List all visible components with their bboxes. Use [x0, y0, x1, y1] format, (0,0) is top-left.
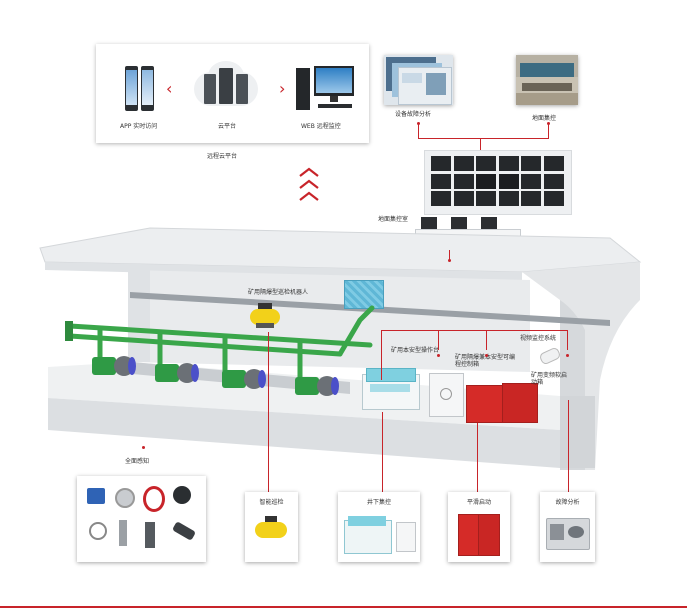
platform-label: 远程云平台	[207, 153, 238, 160]
app-label: APP 实时访问	[120, 123, 158, 130]
underground-panel: 井下集控	[338, 492, 420, 562]
sensor-icon	[115, 488, 135, 508]
patrol-label: 智能巡检	[259, 499, 284, 506]
vent-panel	[344, 280, 384, 309]
sensor-icon	[143, 486, 165, 512]
monitor-screen	[431, 156, 451, 171]
phone-icon	[125, 66, 138, 111]
motor-icon	[295, 375, 341, 397]
sensing-label: 全面感知	[125, 458, 150, 465]
web-label: WEB 远程监控	[301, 123, 341, 130]
monitor-screen	[543, 156, 564, 171]
monitor-screen	[476, 156, 496, 171]
analysis-label: 设备故障分析	[395, 111, 432, 118]
chevron-right-icon: ›	[279, 79, 286, 98]
video-wall	[424, 150, 572, 215]
control-room-label: 地面集控室	[378, 216, 409, 223]
monitor-icon	[481, 217, 497, 229]
soft-start-panel: 平滑启动	[448, 492, 510, 562]
diagnosis-label: 故障分析	[555, 499, 580, 506]
monitor-screen	[498, 156, 519, 171]
monitor-grid	[431, 156, 565, 209]
phone-icon	[141, 66, 154, 111]
monitor-screen	[431, 191, 451, 206]
bottom-rule	[0, 606, 687, 608]
monitor-screen	[543, 173, 564, 189]
cabinet-icon	[466, 381, 538, 423]
robot-icon	[255, 522, 287, 538]
motor-icon	[92, 355, 138, 377]
diagnosis-panel: 故障分析	[540, 492, 595, 562]
server-icon	[236, 74, 248, 104]
monitor-screen	[453, 173, 474, 189]
monitor-icon	[451, 217, 467, 229]
cabinet-icon	[458, 514, 480, 556]
controller-icon	[429, 373, 464, 417]
chevron-left-icon: ‹	[166, 79, 173, 98]
cloud-icon	[188, 58, 264, 110]
monitor-screen	[521, 156, 541, 171]
desktop-icon	[296, 66, 356, 112]
cloud-panel: APP 实时访问 ‹ 云平台 › WEB 远程监控	[96, 44, 369, 143]
monitor-icon	[421, 217, 437, 229]
sensor-icon	[87, 488, 105, 504]
monitor-screen	[476, 173, 496, 189]
upload-arrows-icon	[297, 166, 321, 208]
sensor-icon	[173, 486, 191, 504]
console-icon	[362, 368, 420, 412]
robot-label: 矿用隔爆型巡检机器人	[248, 289, 309, 296]
controller-icon	[396, 522, 416, 552]
monitor-screen	[521, 191, 541, 206]
monitor-screen	[476, 191, 496, 206]
panel-label: 矿用本安型操作台	[391, 347, 440, 354]
monitor-screen	[453, 191, 474, 206]
robot-icon	[248, 303, 282, 329]
underground-label: 井下集控	[366, 499, 391, 506]
patrol-panel: 智能巡检	[245, 492, 298, 562]
sensor-icon	[89, 522, 107, 540]
sensor-icon	[145, 522, 155, 548]
motor-icon	[155, 362, 201, 384]
sensor-icon	[119, 520, 127, 546]
controller-label: 矿用隔爆兼本安型可编程控制箱	[455, 354, 516, 369]
monitor-screen	[521, 173, 541, 189]
monitor-screen	[453, 156, 474, 171]
surface-label: 地面集控	[532, 115, 557, 122]
server-icon	[204, 74, 216, 104]
cabinet-icon	[478, 514, 500, 556]
monitor-screen	[498, 173, 519, 189]
cabinet-label: 矿用变频软启动箱	[531, 372, 568, 387]
surface-photo	[516, 55, 578, 105]
server-icon	[219, 68, 233, 104]
soft-start-label: 平滑启动	[466, 499, 491, 506]
monitor-screen	[431, 173, 451, 189]
analysis-screenshot	[384, 55, 453, 105]
monitor-label: 视频监控系统	[520, 335, 557, 342]
monitor-screen	[543, 191, 564, 206]
connector-line	[418, 138, 548, 139]
connector-line	[480, 138, 481, 158]
connector-line	[418, 124, 419, 139]
motor-icon	[222, 368, 268, 390]
connector-line	[548, 124, 549, 139]
sensor-panel	[77, 476, 206, 562]
cloud-label: 云平台	[218, 123, 237, 130]
monitor-screen	[498, 191, 519, 206]
sensor-icon	[171, 521, 197, 541]
